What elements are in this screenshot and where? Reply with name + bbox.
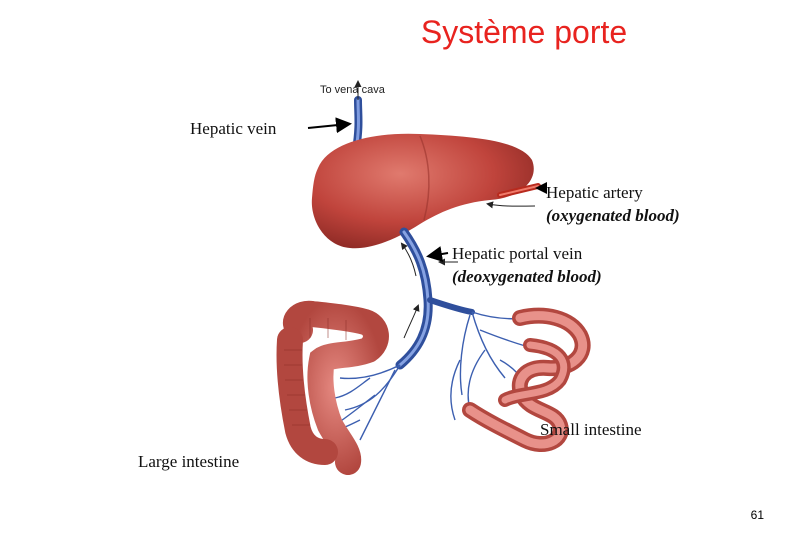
portal-vein-sublabel: (deoxygenated blood) [452,267,602,286]
large-intestine-label: Large intestine [138,452,240,471]
page-number: 61 [750,508,764,522]
vena-cava-label: To vena cava [320,84,385,96]
portal-vein-pointer [426,246,449,262]
large-intestine-veins [327,364,401,441]
hepatic-vein-label: Hepatic vein [190,119,277,138]
flow-arrow-2 [403,304,420,339]
flow-arrow-3 [486,201,536,209]
flow-arrow-1 [400,242,417,277]
portal-vein-vessel [395,227,475,370]
portal-vein-label: Hepatic portal vein [452,244,583,263]
small-intestine-organ [462,307,591,452]
small-intestine-label: Small intestine [540,420,642,439]
hepatic-artery-sublabel: (oxygenated blood) [546,206,680,225]
hepatic-artery-vessel [497,183,541,198]
hepatic-artery-label: Hepatic artery [546,183,643,202]
hepatic-vein-pointer [307,117,352,134]
slide-title: Système porte [420,14,628,50]
liver-shape [311,133,534,249]
large-intestine-organ [276,300,389,475]
